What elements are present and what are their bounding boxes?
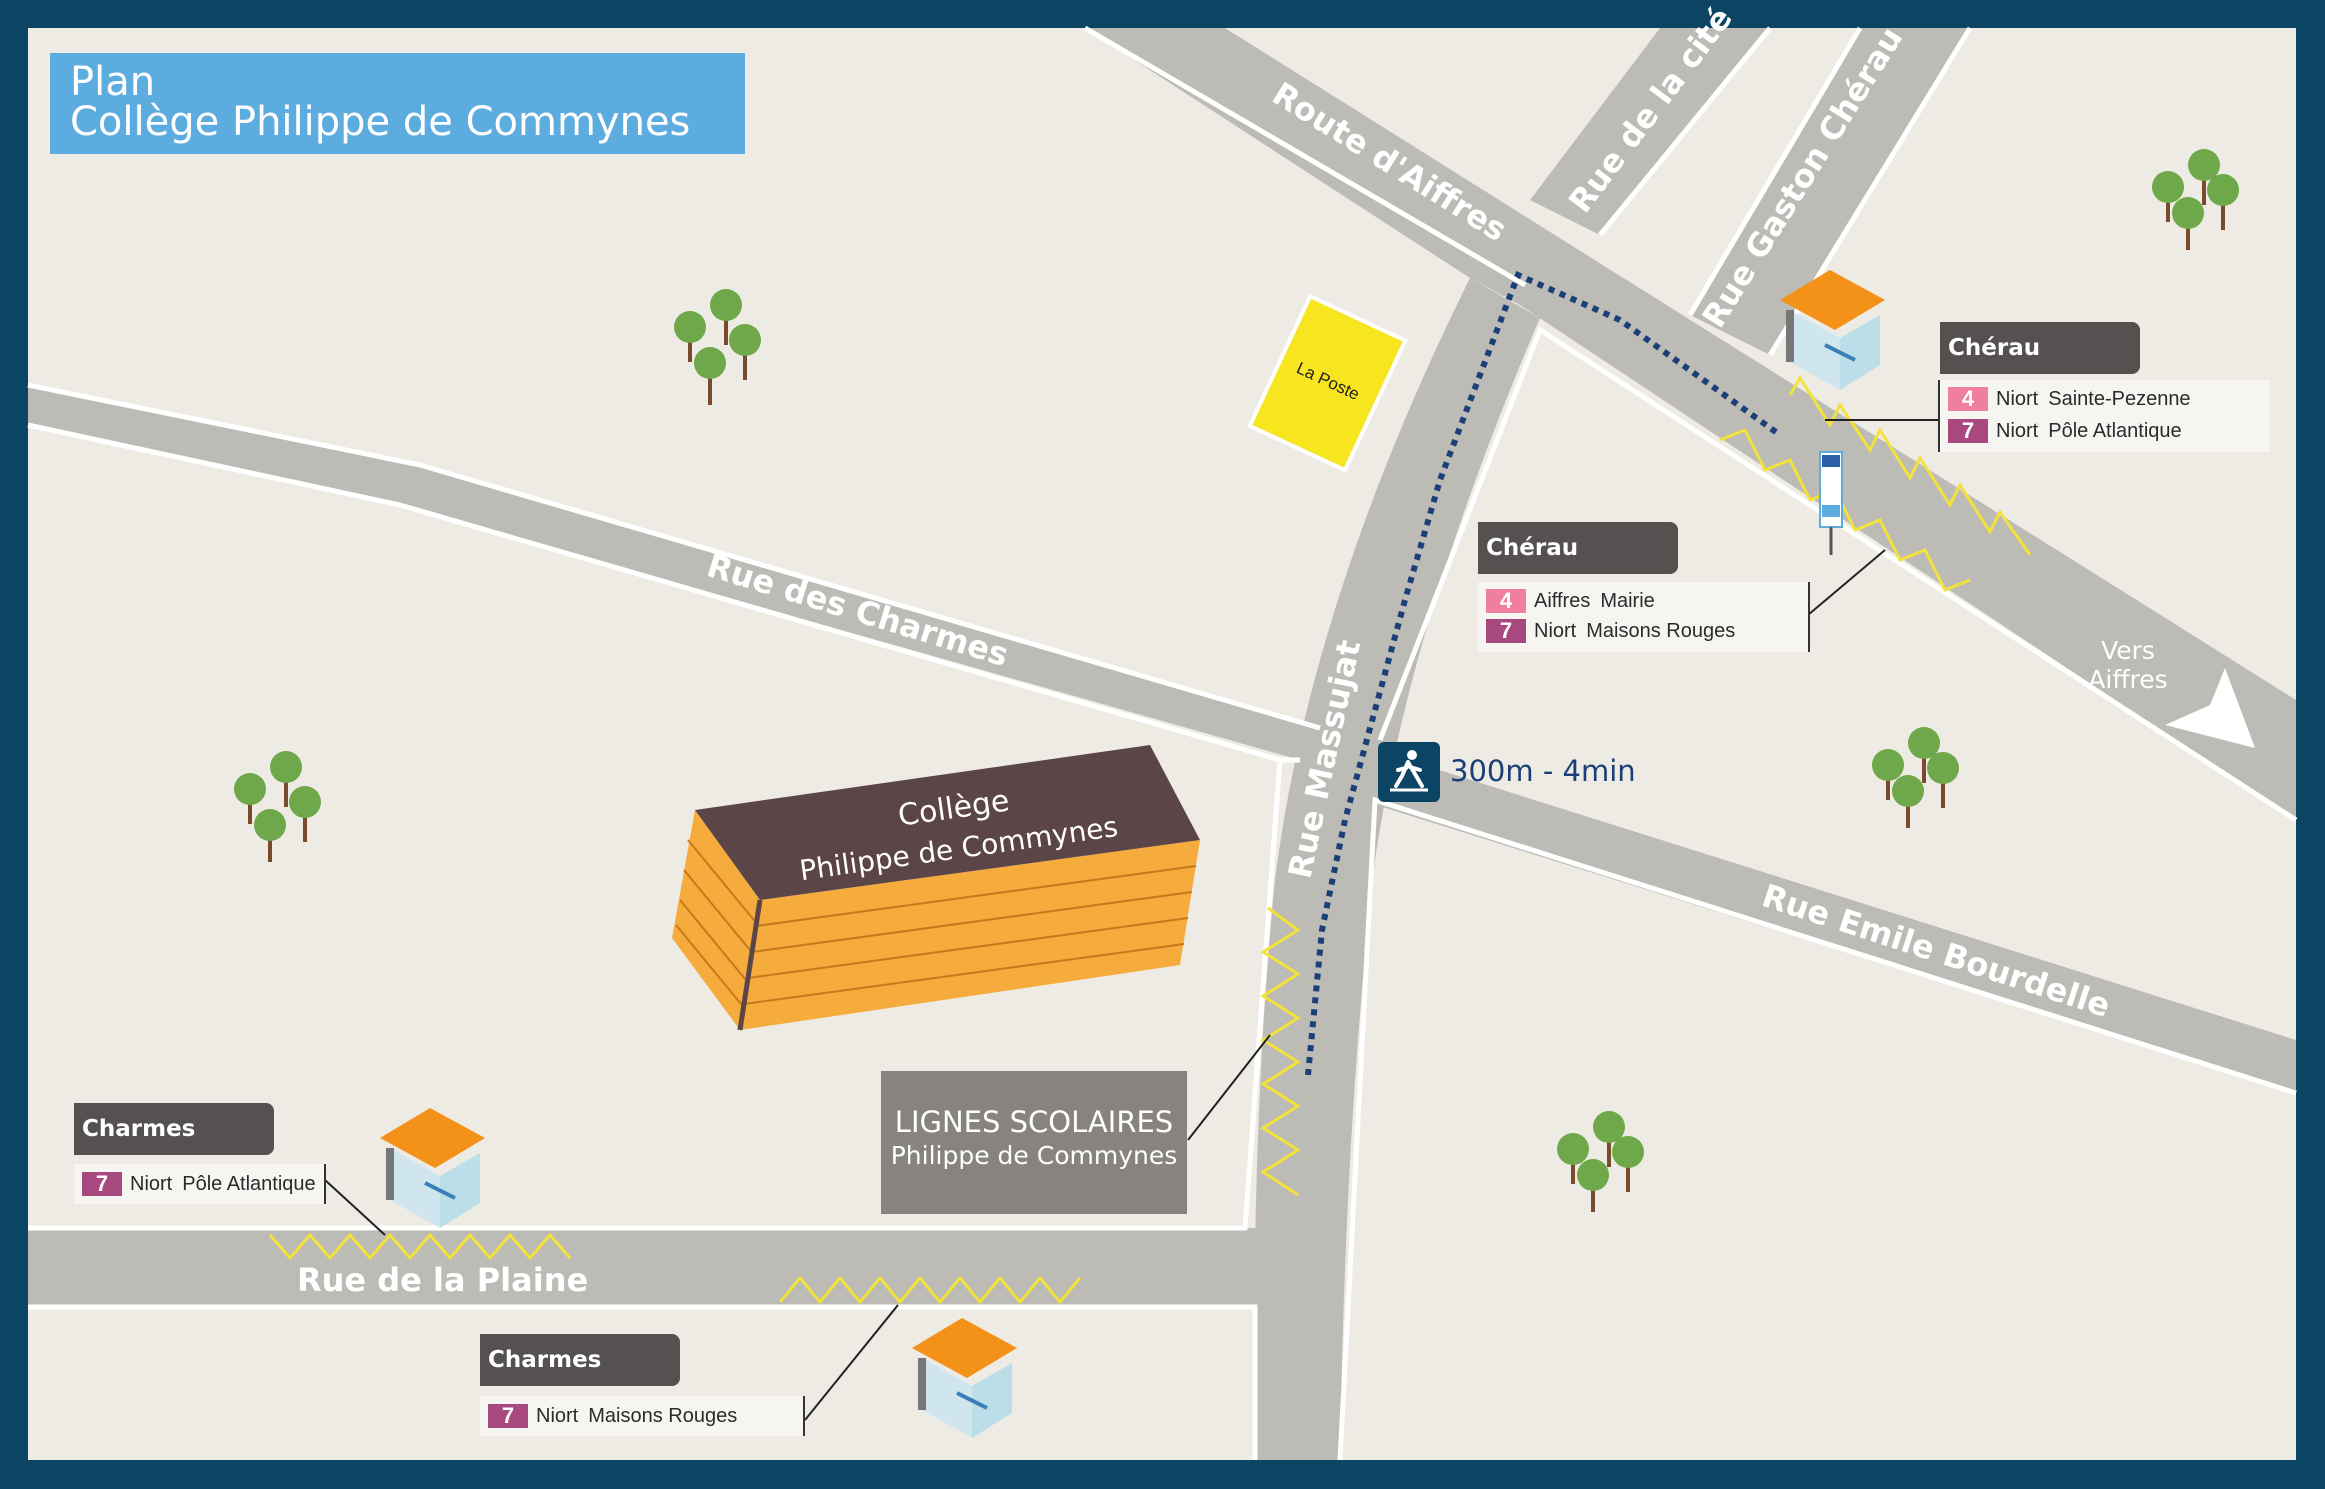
zigzag-aiffres-s bbox=[1719, 428, 1971, 592]
bus-stop-markings bbox=[268, 375, 2032, 1305]
zigzag-plaine-w bbox=[268, 1232, 572, 1261]
stop-pointers bbox=[324, 419, 1938, 1421]
bus-shelter-icon bbox=[380, 1108, 485, 1228]
line-destination: Pôle Atlantique bbox=[182, 1172, 316, 1195]
bus-shelter-icon bbox=[912, 1318, 1017, 1438]
zigzag-plaine-s bbox=[778, 1275, 1082, 1305]
stop-name: Charmes bbox=[74, 1103, 274, 1155]
road-rue-bourdelle bbox=[1360, 745, 2296, 1093]
walk-time-label: 300m - 4min bbox=[1450, 754, 1636, 788]
direction-label: Vers Aiffres bbox=[2068, 636, 2188, 694]
stop-line-row: 7 Niort Maisons Rouges bbox=[488, 1403, 737, 1429]
zigzag-massujat bbox=[1260, 906, 1301, 1197]
road-rue-gaston bbox=[1690, 28, 1970, 355]
line-badge-7: 7 bbox=[1948, 419, 1988, 443]
direction-label-line2: Aiffres bbox=[2088, 665, 2168, 694]
school-lines-box: LIGNES SCOLAIRES Philippe de Commynes bbox=[881, 1071, 1187, 1214]
school-lines-subtitle: Philippe de Commynes bbox=[890, 1141, 1178, 1170]
direction-label-line1: Vers bbox=[2101, 636, 2155, 665]
stop-lines-panel: 7 Niort Maisons Rouges bbox=[480, 1396, 805, 1436]
line-destination: Pôle Atlantique bbox=[2048, 419, 2182, 442]
map-title-line1: Plan bbox=[70, 59, 156, 105]
line-destination: Mairie bbox=[1600, 589, 1655, 612]
zigzag-aiffres-n bbox=[1788, 375, 2032, 556]
college-building: Collège Philippe de Commynes bbox=[672, 745, 1200, 1031]
tree-cluster-icon bbox=[1872, 727, 1959, 828]
map-title-line2: Collège Philippe de Commynes bbox=[70, 99, 691, 145]
stop-lines-panel: 4 Aiffres Mairie 7 Niort Maisons Rouges bbox=[1478, 582, 1810, 652]
stop-line-row: 7 Niort Pôle Atlantique bbox=[82, 1171, 316, 1197]
bus-stop-pole-icon bbox=[1819, 451, 1843, 555]
label-rue-plaine: Rue de la Plaine bbox=[297, 1261, 588, 1299]
school-lines-title: LIGNES SCOLAIRES bbox=[894, 1105, 1174, 1139]
line-city: Niort bbox=[536, 1404, 579, 1427]
line-destination: Maisons Rouges bbox=[1586, 619, 1736, 642]
tree-cluster-icon bbox=[234, 751, 321, 862]
stop-line-row: 7 Niort Pôle Atlantique bbox=[1948, 418, 2182, 444]
stop-lines-panel: 4 Niort Sainte-Pezenne 7 Niort Pôle Atla… bbox=[1938, 380, 2270, 452]
stop-name: Chérau bbox=[1478, 522, 1678, 574]
road-rue-cite bbox=[1530, 28, 1770, 235]
direction-arrow-icon bbox=[2165, 668, 2255, 748]
line-city: Aiffres bbox=[1534, 589, 1591, 612]
line-badge-7: 7 bbox=[488, 1404, 528, 1428]
stop-line-row: 4 Aiffres Mairie bbox=[1486, 588, 1655, 614]
la-poste-building: La Poste bbox=[1247, 293, 1409, 473]
line-badge-7: 7 bbox=[82, 1172, 122, 1196]
line-destination: Maisons Rouges bbox=[588, 1404, 738, 1427]
line-city: Niort bbox=[1534, 619, 1577, 642]
stop-line-row: 7 Niort Maisons Rouges bbox=[1486, 618, 1735, 644]
road-rue-plaine bbox=[28, 1228, 1280, 1307]
line-destination: Sainte-Pezenne bbox=[2048, 387, 2191, 410]
stop-lines-panel: 7 Niort Pôle Atlantique bbox=[74, 1164, 326, 1204]
block-edges bbox=[27, 25, 2298, 1461]
line-city: Niort bbox=[1996, 387, 2039, 410]
tree-cluster-icon bbox=[674, 289, 761, 405]
pedestrian-icon bbox=[1378, 742, 1440, 802]
stop-name: Chérau bbox=[1940, 322, 2140, 374]
tree-cluster-icon bbox=[2152, 149, 2239, 250]
stop-name: Charmes bbox=[480, 1334, 680, 1386]
line-city: Niort bbox=[1996, 419, 2039, 442]
line-badge-4: 4 bbox=[1486, 589, 1526, 613]
bus-shelter-icon bbox=[1780, 270, 1885, 390]
stop-line-row: 4 Niort Sainte-Pezenne bbox=[1948, 386, 2191, 412]
line-city: Niort bbox=[130, 1172, 173, 1195]
road-rue-massujat bbox=[1254, 278, 1540, 1460]
road-rue-charmes bbox=[28, 385, 1320, 760]
line-badge-4: 4 bbox=[1948, 387, 1988, 411]
tree-cluster-icon bbox=[1557, 1111, 1644, 1212]
map-title-box: Plan Collège Philippe de Commynes bbox=[50, 53, 745, 154]
line-badge-7: 7 bbox=[1486, 619, 1526, 643]
